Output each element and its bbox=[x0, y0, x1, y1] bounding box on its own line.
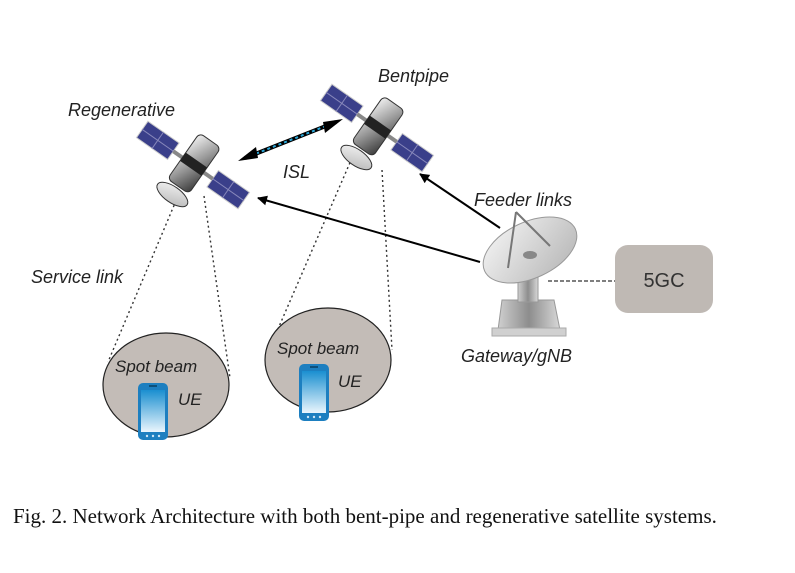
ue-phone-icon-1 bbox=[138, 383, 168, 440]
service-link-label: Service link bbox=[31, 267, 124, 287]
core-label: 5GC bbox=[643, 270, 684, 292]
feeder-link-bentpipe bbox=[419, 173, 501, 229]
isl-link-arrow bbox=[238, 119, 343, 161]
service-link-right-bentpipe bbox=[381, 169, 393, 351]
spot-beam-label-1: Spot beam bbox=[115, 357, 197, 376]
bentpipe-label: Bentpipe bbox=[378, 66, 449, 86]
feeder-link-arrows bbox=[257, 173, 501, 263]
gateway-dish-icon bbox=[482, 211, 578, 337]
regenerative-label: Regenerative bbox=[68, 100, 175, 120]
ue-phone-icon-2 bbox=[299, 364, 329, 421]
service-link-right-regen bbox=[203, 195, 231, 379]
core-network-box: 5GC bbox=[615, 245, 713, 313]
ue-label-1: UE bbox=[178, 390, 202, 409]
ue-label-2: UE bbox=[338, 372, 362, 391]
spot-beam-label-2: Spot beam bbox=[277, 339, 359, 358]
network-architecture-diagram: 5GC Regenerative Bentpipe ISL Feeder lin… bbox=[31, 66, 713, 440]
feeder-link-regenerative bbox=[257, 195, 481, 263]
feeder-links-label: Feeder links bbox=[474, 190, 572, 210]
gateway-label: Gateway/gNB bbox=[461, 346, 572, 366]
figure-caption: Fig. 2. Network Architecture with both b… bbox=[13, 504, 717, 528]
regenerative-satellite-icon bbox=[135, 120, 251, 210]
service-link-left-regen bbox=[107, 195, 179, 363]
service-link-left-bentpipe bbox=[267, 157, 353, 353]
bentpipe-satellite-icon bbox=[319, 83, 435, 173]
service-link-lines bbox=[107, 157, 393, 379]
isl-label: ISL bbox=[283, 162, 310, 182]
